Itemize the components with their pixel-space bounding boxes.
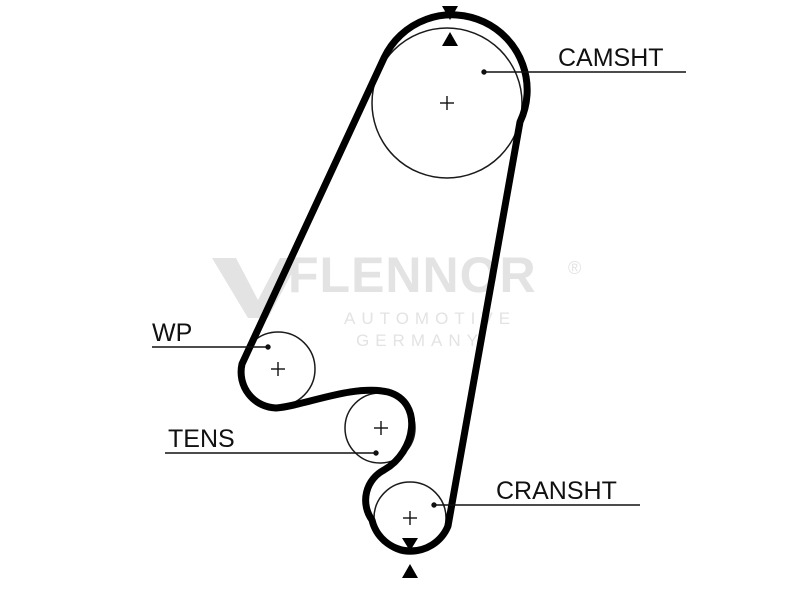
flennor-logo-icon [212,258,300,318]
triangle-timing-mark-icon [402,538,418,551]
triangle-timing-mark-icon [442,6,458,20]
label-tensioner: TENS [168,425,235,453]
label-water-pump: WP [152,319,192,347]
crosshair-icon [374,421,388,435]
flennor-watermark: FLENNOR ® AUTOMOTIVE GERMANY [212,247,581,350]
watermark-line2: GERMANY [356,331,484,350]
triangle-timing-mark-icon [402,564,418,578]
label-camshaft: CAMSHT [558,44,664,72]
watermark-registered-mark: ® [568,258,581,278]
center-marks [271,96,454,525]
triangle-timing-mark-icon [442,32,458,46]
watermark-line1: AUTOMOTIVE [344,309,516,328]
crosshair-icon [271,362,285,376]
crosshair-icon [440,96,454,110]
camshaft-pulley [371,27,523,179]
timing-belt [237,11,531,555]
leader-lines [152,69,686,508]
timing-marks [402,6,458,578]
crosshair-icon [403,511,417,525]
label-crankshaft: CRANSHT [496,477,617,505]
